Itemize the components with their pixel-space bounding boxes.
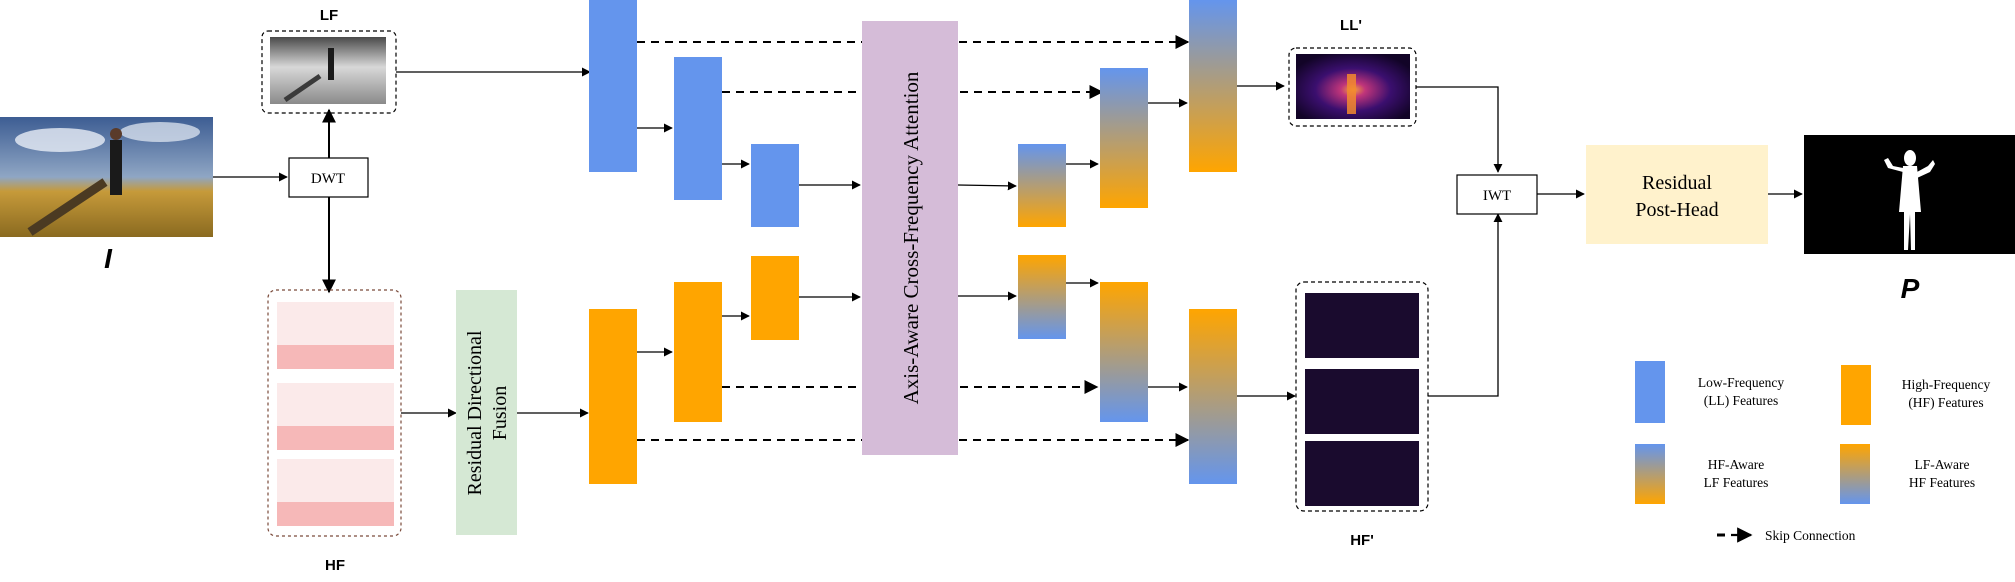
- output-label: P: [1901, 273, 1920, 304]
- ll-prime-label: LL': [1340, 17, 1362, 34]
- dwt-label: DWT: [311, 171, 345, 187]
- legend-high-freq-swatch: [1841, 365, 1871, 425]
- legend-high-freq-line2: (HF) Features: [1908, 395, 1983, 410]
- dwt-box: [288, 157, 369, 198]
- iwt-label: IWT: [1483, 188, 1511, 204]
- attention-label: Axis-Aware Cross-Frequency Attention: [899, 71, 923, 404]
- rdf-label-1: Residual Directional: [464, 330, 486, 495]
- attention-box: [862, 21, 958, 455]
- lf-decoder-block-2: [1100, 68, 1148, 208]
- legend-hf-aware-swatch: [1635, 444, 1665, 504]
- legend-hf-aware-line2: LF Features: [1704, 475, 1769, 490]
- hf-encoder-block-2: [674, 282, 722, 422]
- lf-encoder-block-3: [751, 144, 799, 227]
- post-head-label-2: Post-Head: [1635, 199, 1718, 221]
- lf-decoder-block-3: [1189, 0, 1237, 172]
- arrow-ll-iwt: [1416, 86, 1503, 173]
- hf-image-1: [277, 302, 394, 369]
- hf-decoder-block-1: [1018, 255, 1066, 339]
- hf-encoder-block-1: [589, 309, 637, 484]
- lf-image: [270, 37, 386, 104]
- legend-hf-aware-line1: HF-Aware: [1708, 457, 1765, 472]
- ll-prime-highlight: [1347, 74, 1356, 114]
- legend-high-freq-line1: High-Frequency: [1902, 377, 1991, 392]
- hf-image-3: [277, 459, 394, 526]
- hf-prime-image-1: [1305, 293, 1419, 358]
- post-head-box: [1586, 145, 1768, 244]
- lf-label: LF: [320, 7, 338, 24]
- legend-lf-aware-line1: LF-Aware: [1915, 457, 1970, 472]
- hf-prime-image-2: [1305, 369, 1419, 434]
- iwt-box: [1456, 174, 1538, 215]
- lf-encoder-block-1: [589, 0, 637, 172]
- hf-prime-label: HF': [1350, 532, 1374, 549]
- lf-decoder-block-1: [1018, 144, 1066, 227]
- legend-low-freq-swatch: [1635, 361, 1665, 423]
- hf-prime-image-3: [1305, 441, 1419, 506]
- input-label: I: [104, 243, 113, 274]
- hf-encoder-block-3: [751, 256, 799, 340]
- hf-label: HF: [325, 557, 345, 574]
- hf-decoder-block-3: [1189, 309, 1237, 484]
- rdf-box: [456, 290, 517, 535]
- rdf-label-2: Fusion: [489, 386, 511, 440]
- legend-skip-label: Skip Connection: [1765, 528, 1856, 543]
- post-head-label-1: Residual: [1642, 172, 1712, 194]
- output-image: [1804, 135, 2015, 254]
- hf-image-2: [277, 383, 394, 450]
- arrow-hf-iwt: [1428, 213, 1503, 397]
- legend-lf-aware-line2: HF Features: [1909, 475, 1975, 490]
- legend-low-freq-line1: Low-Frequency: [1698, 375, 1784, 390]
- lf-encoder-block-2: [674, 57, 722, 200]
- hf-decoder-block-2: [1100, 282, 1148, 422]
- arrow-attn-lf-dec: [957, 181, 1017, 191]
- legend: Low-Frequency (LL) Features High-Frequen…: [1635, 361, 1990, 543]
- legend-lf-aware-swatch: [1840, 444, 1870, 504]
- input-image: [0, 117, 213, 237]
- legend-low-freq-line2: (LL) Features: [1704, 393, 1779, 408]
